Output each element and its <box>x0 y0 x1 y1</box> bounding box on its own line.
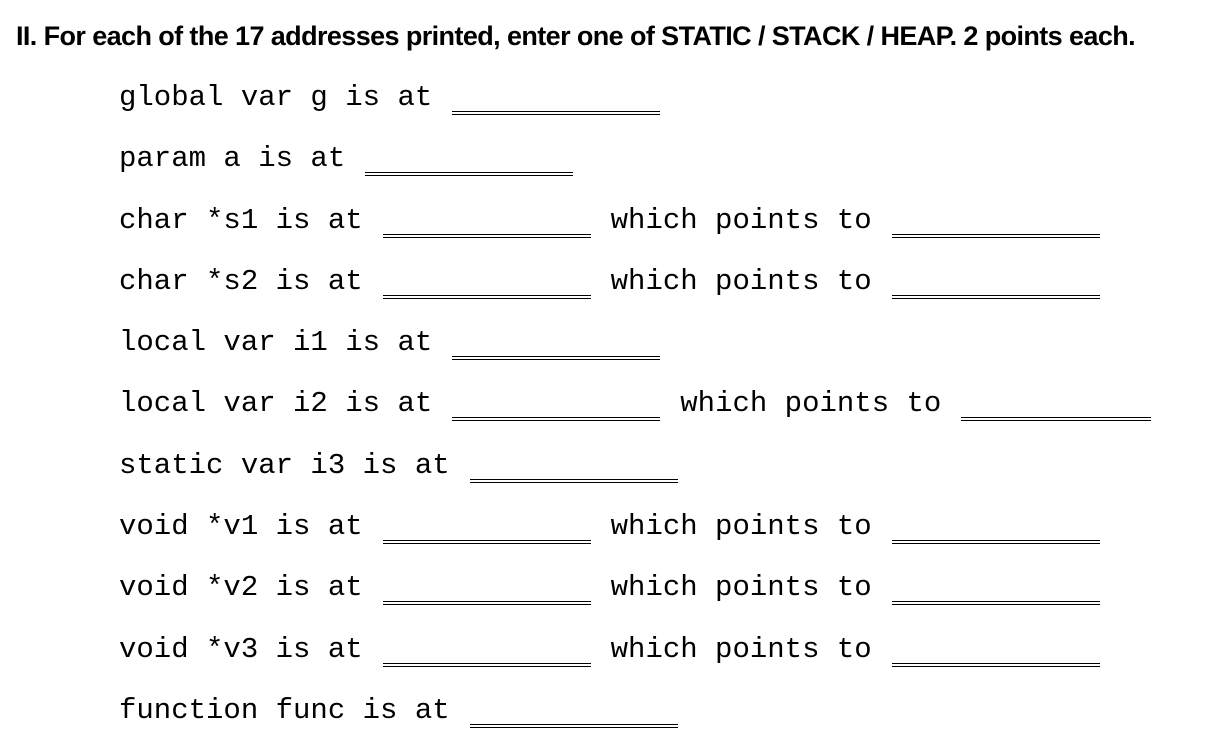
question-heading: II. For each of the 17 addresses printed… <box>16 21 1136 51</box>
points-to-blank[interactable] <box>891 264 1100 299</box>
row-label: void *v3 is at <box>119 632 363 666</box>
row-static-i3: static var i3 is at <box>119 448 1151 509</box>
row-void-v3: void *v3 is at which points to <box>119 632 1151 693</box>
row-param-a: param a is at <box>119 141 1151 202</box>
answer-blank[interactable] <box>382 632 591 667</box>
answer-blank[interactable] <box>452 386 661 422</box>
answer-blank[interactable] <box>452 80 661 115</box>
row-label: global var g is at <box>119 81 433 114</box>
points-to-label: which points to <box>610 571 872 605</box>
points-to-label: which points to <box>610 203 872 237</box>
points-to-blank[interactable] <box>891 203 1100 238</box>
row-label: static var i3 is at <box>119 448 450 482</box>
row-label: param a is at <box>119 142 346 176</box>
row-function-func: function func is at <box>119 693 1151 754</box>
answer-blank[interactable] <box>382 203 591 238</box>
answer-blank[interactable] <box>382 264 591 299</box>
points-to-blank[interactable] <box>891 509 1100 545</box>
row-void-v1: void *v1 is at which points to <box>119 509 1151 570</box>
row-local-i2: local var i2 is at which points to <box>119 386 1152 447</box>
points-to-blank[interactable] <box>891 570 1100 606</box>
row-label: void *v2 is at <box>119 571 363 605</box>
row-label: char *s1 is at <box>119 203 363 237</box>
row-label: local var i1 is at <box>119 326 433 360</box>
row-void-v2: void *v2 is at which points to <box>119 570 1151 631</box>
answer-blank[interactable] <box>382 509 591 545</box>
answer-blank[interactable] <box>382 570 591 606</box>
points-to-label: which points to <box>610 632 872 666</box>
row-char-s2: char *s2 is at which points to <box>119 264 1151 325</box>
points-to-label: which points to <box>610 264 872 298</box>
answer-blank[interactable] <box>469 693 678 728</box>
answer-rows: global var g is at param a is at char *s… <box>119 80 1152 754</box>
answer-blank[interactable] <box>469 448 678 483</box>
answer-blank[interactable] <box>365 141 574 177</box>
points-to-label: which points to <box>680 387 942 421</box>
points-to-blank[interactable] <box>891 632 1100 667</box>
row-global-g: global var g is at <box>119 80 1151 141</box>
row-char-s1: char *s1 is at which points to <box>119 203 1151 264</box>
row-label: char *s2 is at <box>119 264 363 298</box>
points-to-blank[interactable] <box>961 386 1152 422</box>
row-label: function func is at <box>119 693 450 727</box>
row-label: void *v1 is at <box>119 510 363 544</box>
points-to-label: which points to <box>610 510 872 544</box>
row-local-i1: local var i1 is at <box>119 325 1151 386</box>
answer-blank[interactable] <box>452 325 661 361</box>
row-label: local var i2 is at <box>119 387 433 421</box>
